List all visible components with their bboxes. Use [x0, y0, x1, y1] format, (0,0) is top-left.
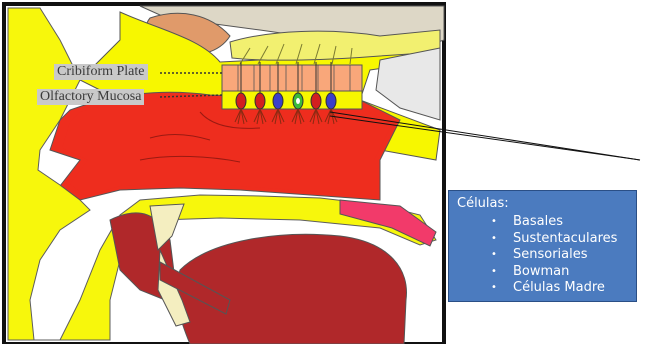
cribiform-plate — [222, 65, 362, 91]
cell-type-label: Células Madre — [513, 280, 605, 295]
bullet-icon: • — [491, 214, 497, 231]
cell-type-label: Sustentaculares — [513, 231, 617, 246]
list-item: • Sustentaculares — [457, 231, 628, 248]
cell-types-list: • Basales • Sustentaculares • Sensoriales •… — [457, 214, 628, 297]
bullet-icon: • — [491, 247, 497, 264]
tongue — [177, 234, 407, 344]
mucosa-core — [62, 98, 392, 196]
bullet-icon: • — [491, 280, 497, 297]
bullet-icon: • — [491, 264, 497, 281]
cell-type-label: Basales — [513, 214, 563, 229]
bullet-icon: • — [491, 231, 497, 248]
cell-types-box: Células: • Basales • Sustentaculares • Sens… — [448, 190, 637, 302]
list-item: • Sensoriales — [457, 247, 628, 264]
cell-type-label: Sensoriales — [513, 247, 588, 262]
cell-type-label: Bowman — [513, 264, 569, 279]
list-item: • Células Madre — [457, 280, 628, 297]
cell-types-title: Células: — [457, 196, 628, 212]
olfactory-mucosa-label: Olfactory Mucosa — [37, 89, 144, 105]
cribiform-plate-label: Cribiform Plate — [54, 64, 148, 80]
list-item: • Basales — [457, 214, 628, 231]
list-item: • Bowman — [457, 264, 628, 281]
